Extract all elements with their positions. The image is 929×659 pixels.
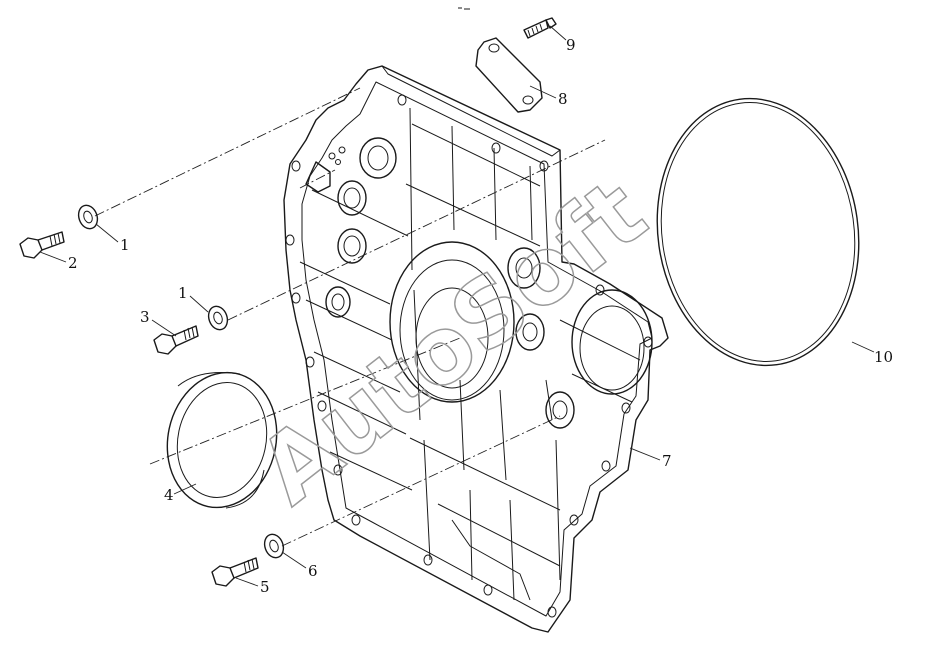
leader-lines [39, 25, 875, 587]
callout-3: 3 [140, 308, 150, 326]
callout-6: 6 [308, 562, 318, 580]
callout-1-middle: 1 [178, 284, 188, 302]
callout-5: 5 [260, 578, 270, 596]
cover-gasket-plate [475, 37, 543, 113]
callout-labels: 1 1 2 3 4 5 6 7 8 9 10 [68, 36, 893, 596]
washer-lower [263, 533, 285, 559]
callout-1-upper: 1 [120, 236, 130, 254]
callout-2: 2 [68, 254, 78, 272]
callout-10: 10 [874, 348, 893, 366]
callout-9: 9 [566, 36, 576, 54]
hex-bolt-5 [211, 557, 259, 587]
oil-seal-ring [166, 371, 278, 509]
callout-7: 7 [662, 452, 672, 470]
callout-8: 8 [558, 90, 568, 108]
watermark-text: AutoSoft [239, 159, 665, 525]
watermark: AutoSoft [238, 158, 666, 525]
callout-4: 4 [164, 486, 174, 504]
bolt-9 [523, 17, 557, 39]
housing-cover-plate [283, 65, 669, 633]
hex-bolt-3 [153, 325, 199, 355]
large-o-ring [656, 97, 860, 367]
hex-bolt-2 [19, 231, 65, 259]
washer-middle [207, 305, 229, 331]
assembly-centerlines [94, 87, 606, 547]
washer-upper [77, 204, 99, 230]
top-mark [458, 7, 470, 10]
